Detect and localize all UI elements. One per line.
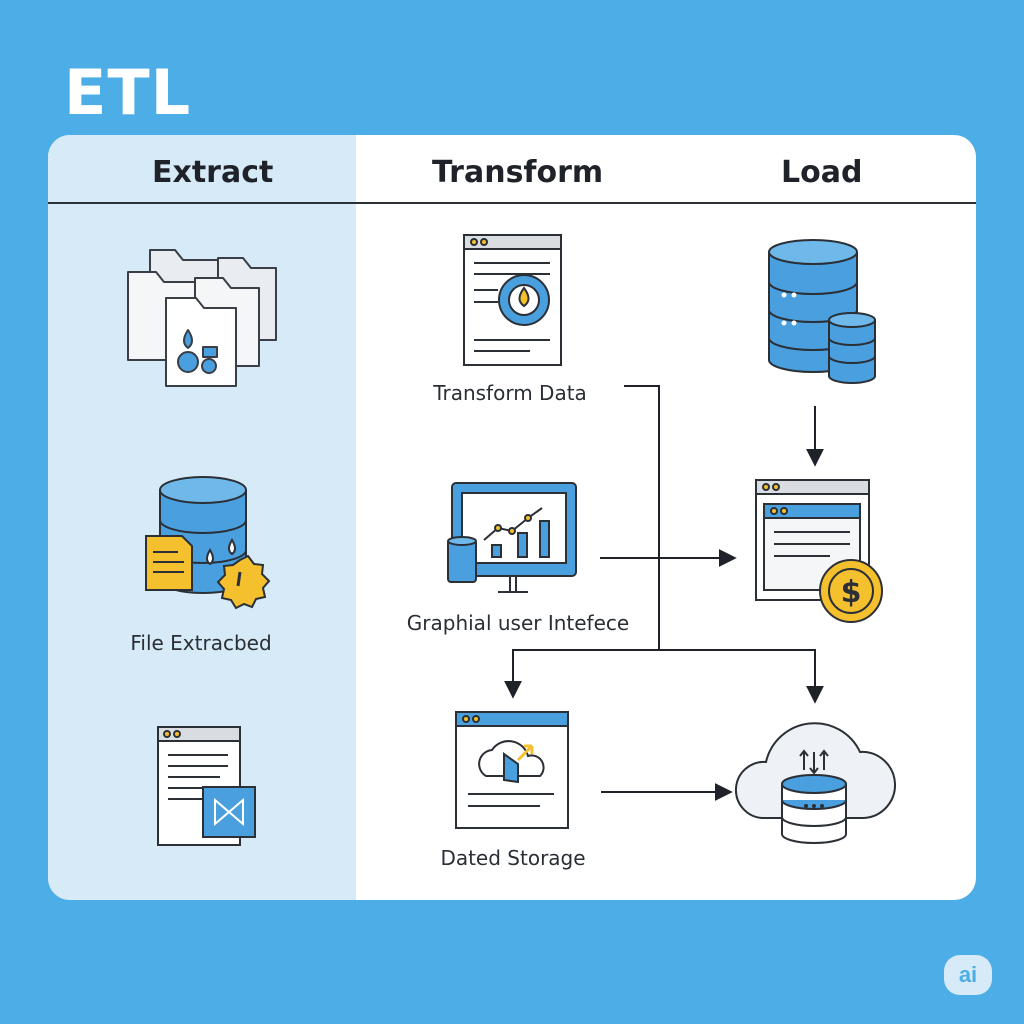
page-title: ETL xyxy=(64,56,192,129)
svg-text:$: $ xyxy=(841,575,862,610)
window-dollar-icon: $ xyxy=(755,479,883,623)
cloud-database-icon xyxy=(735,722,896,844)
header-divider xyxy=(48,202,976,204)
transform-heading: Transform xyxy=(432,155,604,190)
connector-transform-split xyxy=(624,385,660,650)
cloud-window-icon xyxy=(455,711,569,829)
flow-connectors xyxy=(504,385,824,801)
file-extracted-label: File Extracbed xyxy=(130,631,271,655)
arrow-to-dated-storage xyxy=(504,649,659,699)
transform-document-icon xyxy=(463,234,562,366)
database-document-icon xyxy=(145,476,271,610)
folders-stack-icon xyxy=(127,249,277,387)
extract-heading: Extract xyxy=(152,155,274,190)
gui-label: Graphial user Intefece xyxy=(407,611,629,635)
transform-data-label: Transform Data xyxy=(432,381,587,405)
monitor-chart-icon xyxy=(447,482,577,593)
dated-storage-label: Dated Storage xyxy=(440,846,585,870)
ai-badge: ai xyxy=(944,955,992,995)
database-servers-icon xyxy=(768,239,876,384)
document-window-icon xyxy=(157,726,256,846)
arrow-to-cloud-database xyxy=(659,649,824,704)
load-heading: Load xyxy=(781,155,863,190)
